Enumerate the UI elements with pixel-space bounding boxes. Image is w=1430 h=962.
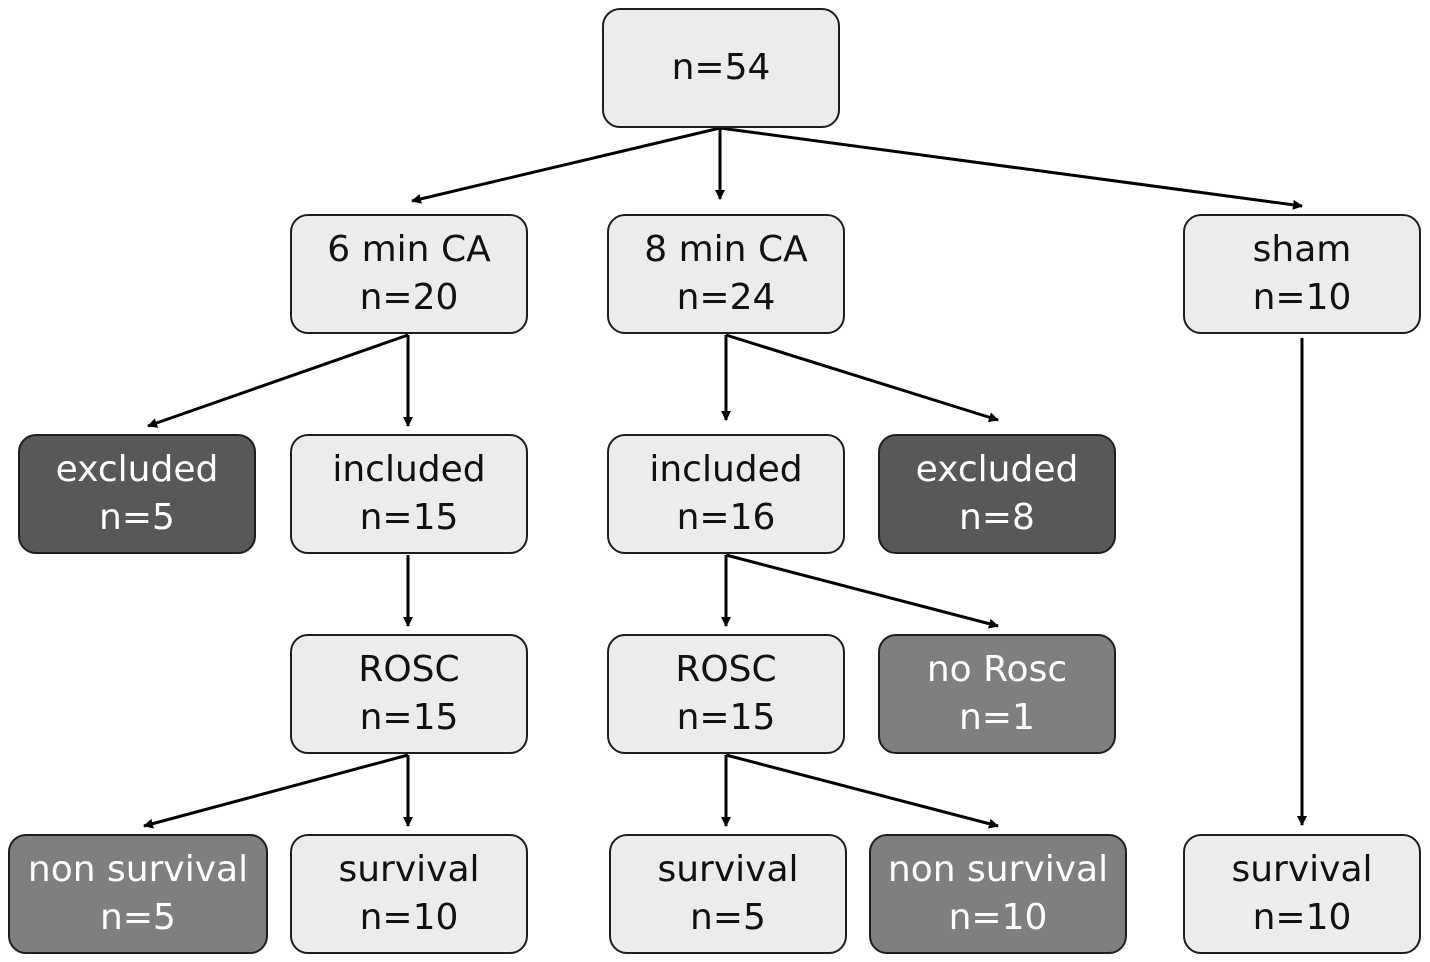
sham-count: n=10 (1252, 277, 1352, 318)
six-min-survival-label: survival (338, 849, 480, 890)
eight-min-no-rosc-count: n=1 (959, 697, 1035, 738)
eight-min-excluded-count: n=8 (959, 497, 1035, 538)
arrow-8min-to-excluded (725, 333, 999, 423)
six-min-included-node: included n=15 (290, 434, 528, 554)
eight-min-excluded-label: excluded (915, 449, 1079, 490)
arrow-6min-to-excluded (147, 333, 409, 428)
eight-min-excluded-node: excluded n=8 (878, 434, 1116, 554)
eight-min-rosc-count: n=15 (676, 697, 776, 738)
six-min-ca-node: 6 min CA n=20 (290, 214, 528, 334)
root-count: n=54 (671, 47, 771, 88)
root-node: n=54 (602, 8, 840, 128)
eight-min-rosc-node: ROSC n=15 (607, 634, 845, 754)
eight-min-included-count: n=16 (676, 497, 776, 538)
six-min-excluded-node: excluded n=5 (18, 434, 256, 554)
eight-min-ca-label: 8 min CA (644, 229, 808, 270)
six-min-rosc-count: n=15 (359, 697, 459, 738)
eight-min-survival-node: survival n=5 (609, 834, 847, 954)
six-min-rosc-node: ROSC n=15 (290, 634, 528, 754)
sham-label: sham (1252, 229, 1352, 270)
six-min-excluded-label: excluded (55, 449, 219, 490)
sham-survival-count: n=10 (1252, 897, 1352, 938)
eight-min-ca-node: 8 min CA n=24 (607, 214, 845, 334)
eight-min-survival-label: survival (657, 849, 799, 890)
six-min-survival-node: survival n=10 (290, 834, 528, 954)
six-min-rosc-label: ROSC (358, 649, 460, 690)
eight-min-included-node: included n=16 (607, 434, 845, 554)
six-min-survival-count: n=10 (359, 897, 459, 938)
eight-min-non-survival-count: n=10 (948, 897, 1048, 938)
six-min-included-label: included (332, 449, 486, 490)
six-min-non-survival-count: n=5 (100, 897, 176, 938)
arrow-root-to-sham (719, 126, 1303, 210)
six-min-non-survival-label: non survival (27, 849, 249, 890)
arrow-root-to-6min (411, 126, 721, 204)
eight-min-rosc-label: ROSC (675, 649, 777, 690)
six-min-included-count: n=15 (359, 497, 459, 538)
sham-survival-node: survival n=10 (1183, 834, 1421, 954)
sham-node: sham n=10 (1183, 214, 1421, 334)
eight-min-no-rosc-node: no Rosc n=1 (878, 634, 1116, 754)
sham-survival-label: survival (1231, 849, 1373, 890)
eight-min-no-rosc-label: no Rosc (926, 649, 1068, 690)
six-min-excluded-count: n=5 (99, 497, 175, 538)
eight-min-survival-count: n=5 (690, 897, 766, 938)
eight-min-non-survival-node: non survival n=10 (869, 834, 1127, 954)
six-min-ca-count: n=20 (359, 277, 459, 318)
six-min-non-survival-node: non survival n=5 (8, 834, 268, 954)
arrow-8min-included-to-no-rosc (725, 553, 999, 629)
arrow-8min-rosc-to-non-survival (725, 753, 999, 829)
eight-min-non-survival-label: non survival (887, 849, 1109, 890)
eight-min-included-label: included (649, 449, 803, 490)
arrow-6min-rosc-to-non-survival (143, 753, 409, 829)
six-min-ca-label: 6 min CA (327, 229, 491, 270)
eight-min-ca-count: n=24 (676, 277, 776, 318)
